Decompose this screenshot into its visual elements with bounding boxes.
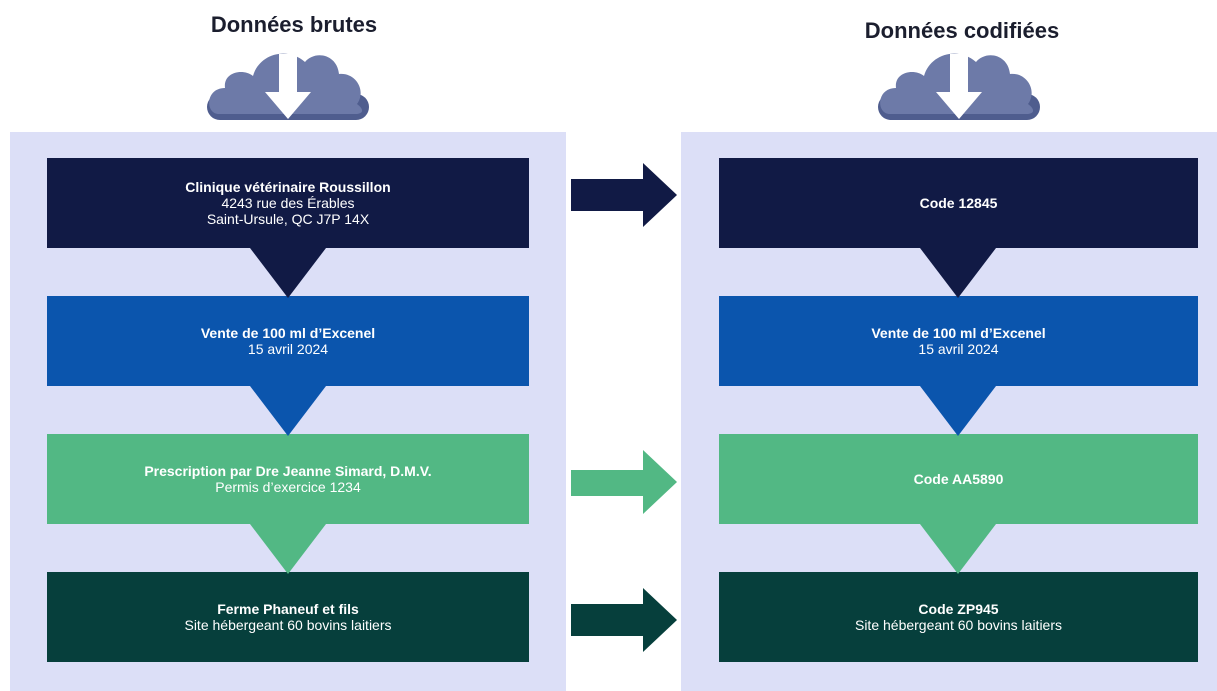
coded-farm-description: Site hébergeant 60 bovins laitiers xyxy=(854,617,1063,633)
sale-title: Vente de 100 ml d’Excenel xyxy=(200,325,376,341)
right-arrow-icon xyxy=(571,588,677,652)
down-arrow-icon xyxy=(920,386,996,436)
coded-sale-date: 15 avril 2024 xyxy=(918,341,999,357)
down-arrow-icon xyxy=(250,524,326,574)
coded-sale-title: Vente de 100 ml d’Excenel xyxy=(871,325,1046,341)
farm-description: Site hébergeant 60 bovins laitiers xyxy=(184,617,392,633)
prescription-permit: Permis d’exercice 1234 xyxy=(215,479,361,495)
cloud-download-icon xyxy=(207,53,369,120)
coded-clinic-code: Code 12845 xyxy=(919,195,998,211)
down-arrow-icon xyxy=(920,524,996,574)
left-title: Données brutes xyxy=(210,12,378,37)
clinic-address: 4243 rue des Érables xyxy=(221,195,355,211)
cloud-download-icon xyxy=(878,53,1040,120)
coded-prescription-box: Code AA5890 xyxy=(719,434,1198,524)
coded-sale-box: Vente de 100 ml d’Excenel 15 avril 2024 xyxy=(719,296,1198,386)
right-title: Données codifiées xyxy=(864,18,1060,43)
clinic-box: Clinique vétérinaire Roussillon 4243 rue… xyxy=(47,158,529,248)
farm-name: Ferme Phaneuf et fils xyxy=(217,601,359,617)
down-arrow-icon xyxy=(250,248,326,298)
sale-box: Vente de 100 ml d’Excenel 15 avril 2024 xyxy=(47,296,529,386)
down-arrow-icon xyxy=(250,386,326,436)
farm-box: Ferme Phaneuf et fils Site hébergeant 60… xyxy=(47,572,529,662)
prescription-title: Prescription par Dre Jeanne Simard, D.M.… xyxy=(144,463,432,479)
clinic-city: Saint-Ursule, QC J7P 14X xyxy=(206,211,370,227)
coded-farm-box: Code ZP945 Site hébergeant 60 bovins lai… xyxy=(719,572,1198,662)
clinic-name: Clinique vétérinaire Roussillon xyxy=(185,179,391,195)
right-arrow-icon xyxy=(571,163,677,227)
prescription-box: Prescription par Dre Jeanne Simard, D.M.… xyxy=(47,434,529,524)
coded-farm-code: Code ZP945 xyxy=(918,601,999,617)
right-arrow-icon xyxy=(571,450,677,514)
coded-clinic-box: Code 12845 xyxy=(719,158,1198,248)
sale-date: 15 avril 2024 xyxy=(247,341,329,357)
coded-prescription-code: Code AA5890 xyxy=(913,471,1004,487)
down-arrow-icon xyxy=(920,248,996,298)
